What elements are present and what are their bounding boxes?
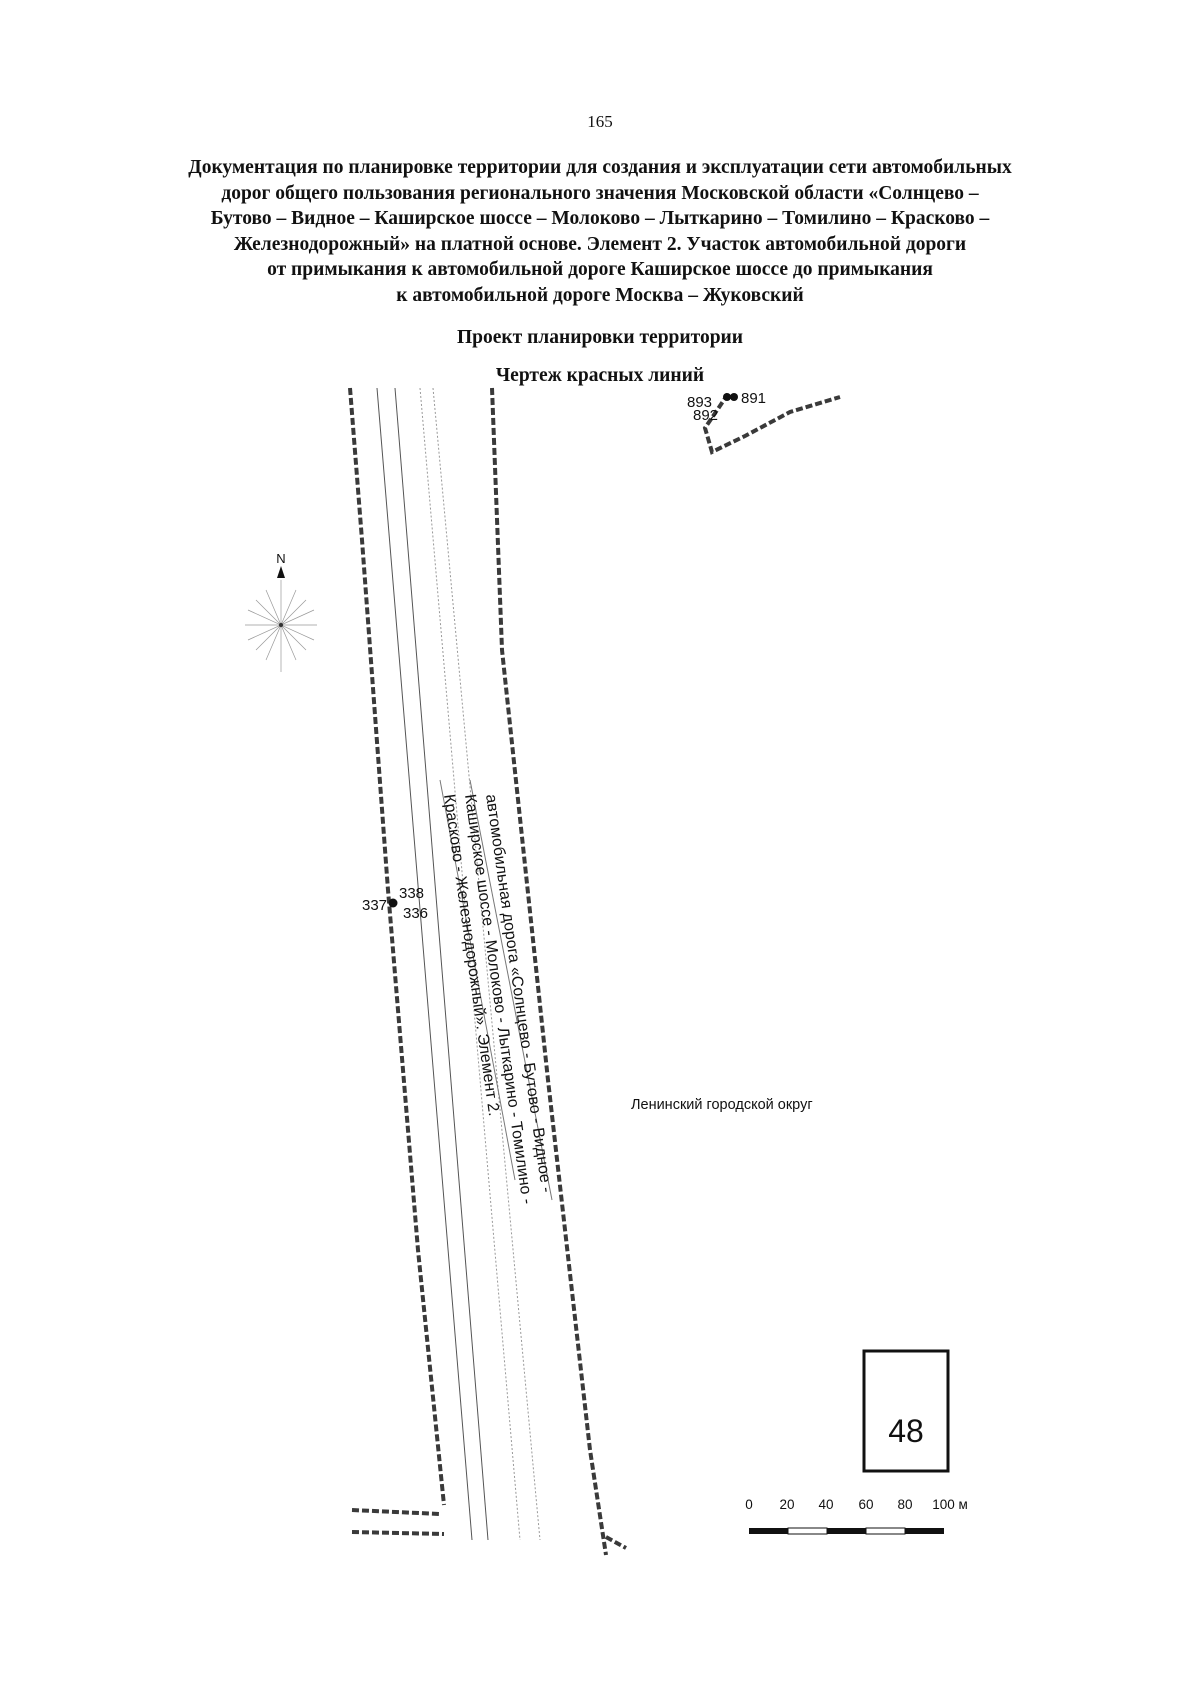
red-line-bottom-left-2: [351, 1530, 445, 1536]
title-line: дорог общего пользования регионального з…: [221, 182, 979, 204]
title-line: Документация по планировке территории дл…: [188, 157, 1012, 178]
red-line-bottom-left-1: [351, 1508, 441, 1516]
page-number: 165: [587, 112, 613, 131]
scale-tick-label: 0: [745, 1497, 753, 1512]
drawing-title: Чертеж красных линий: [495, 365, 705, 386]
title-line: к автомобильной дороге Москва – Жуковски…: [396, 284, 804, 306]
title-line: Бутово – Видное – Каширское шоссе – Моло…: [210, 208, 990, 229]
point-label-893: 893: [687, 394, 712, 411]
scale-bar: 0 20 40 60 80 100 м: [745, 1497, 968, 1535]
road-edges: [376, 387, 553, 1541]
scale-segment: [905, 1528, 944, 1534]
north-label: N: [276, 551, 285, 566]
title-line: Железнодорожный» на платной основе. Элем…: [233, 233, 967, 255]
point-marker: [388, 898, 398, 908]
scale-tick-label: 40: [818, 1497, 833, 1512]
scale-tick-label: 20: [779, 1497, 794, 1512]
compass-center: [279, 623, 283, 627]
compass-rose: N: [245, 551, 317, 672]
document-title: Документация по планировке территории дл…: [100, 155, 1100, 308]
point-label-891: 891: [741, 390, 766, 407]
road-edge-line: [469, 779, 553, 1201]
red-line-right: [490, 387, 608, 1556]
red-lines: [348, 387, 841, 1556]
point-label-337: 337: [362, 897, 387, 914]
point-label-336: 336: [403, 905, 428, 922]
title-line: от примыкания к автомобильной дороге Каш…: [267, 259, 933, 280]
red-line-bottom-right: [605, 1535, 627, 1550]
scale-tick-label: 60: [858, 1497, 873, 1512]
sheet-number-box: 48: [862, 1349, 950, 1473]
point-marker: [723, 393, 731, 401]
road-edge-line: [439, 779, 516, 1181]
point-label-892: 892: [693, 407, 718, 424]
north-arrow-icon: [277, 566, 285, 578]
road-edge-line: [376, 387, 473, 1541]
road-label: автомобильная дорога «Солнцево - Бутово …: [440, 793, 555, 1205]
road-edge-line: [394, 387, 489, 1541]
road-edge-line: [432, 387, 541, 1541]
red-line-left: [348, 387, 446, 1506]
scale-segment: [827, 1528, 866, 1534]
red-line-points: [388, 393, 738, 908]
road-edge-line: [419, 387, 521, 1541]
scale-tick-label: 100 м: [932, 1497, 968, 1512]
scale-segment: [865, 1527, 906, 1535]
scale-segment: [787, 1527, 828, 1535]
scale-tick-label: 80: [897, 1497, 912, 1512]
point-label-338: 338: [399, 885, 424, 902]
point-marker: [730, 393, 738, 401]
scale-segment: [749, 1528, 788, 1534]
district-label: Ленинский городской округ: [631, 1097, 813, 1113]
sheet-frame: [862, 1349, 950, 1473]
sheet-number: 48: [888, 1413, 924, 1449]
red-line-top-right: [702, 392, 841, 455]
project-subtitle: Проект планировки территории: [456, 327, 744, 348]
